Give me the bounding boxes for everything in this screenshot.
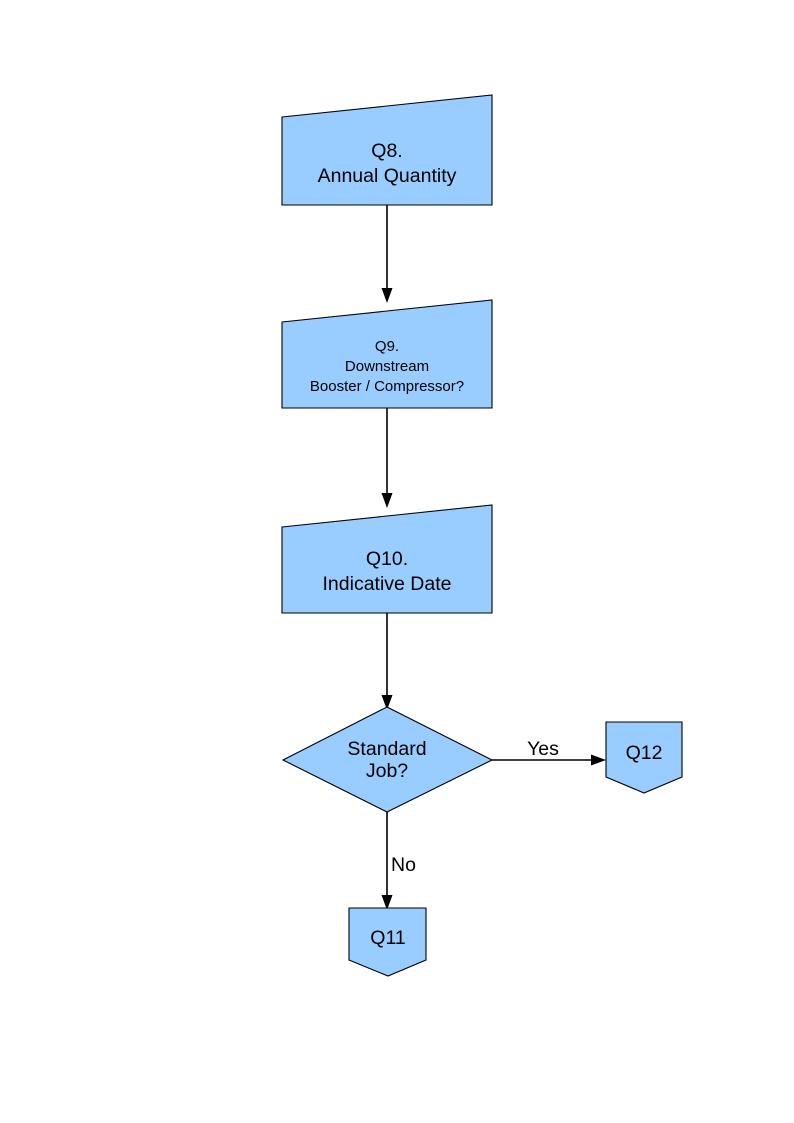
node-decision-standard-job[interactable]: Standard Job? bbox=[281, 706, 494, 813]
node-q11-shape[interactable] bbox=[348, 907, 427, 977]
edge-decision-to-q11 bbox=[381, 812, 393, 910]
edge-decision-to-q12-arrowhead bbox=[591, 754, 606, 766]
edge-q9-to-q10-arrowhead bbox=[381, 493, 393, 508]
node-q10-line1: Q10. bbox=[366, 548, 408, 570]
node-q10[interactable]: Q10. Indicative Date bbox=[281, 504, 493, 614]
node-q9-shape[interactable] bbox=[281, 299, 493, 409]
node-q9-line3: Booster / Compressor? bbox=[310, 378, 464, 395]
edge-decision-to-q12 bbox=[492, 754, 606, 766]
edge-label-yes: Yes bbox=[527, 738, 559, 760]
edge-q8-to-q9 bbox=[381, 205, 393, 303]
edge-label-no: No bbox=[391, 854, 416, 876]
node-q10-shape[interactable] bbox=[281, 504, 493, 614]
edge-q8-to-q9-arrowhead bbox=[381, 288, 393, 303]
node-q8-line1: Q8. bbox=[371, 140, 402, 162]
node-q11[interactable]: Q11 bbox=[348, 907, 427, 977]
node-q9[interactable]: Q9. Downstream Booster / Compressor? bbox=[281, 299, 493, 409]
node-q8[interactable]: Q8. Annual Quantity bbox=[281, 94, 493, 206]
node-q10-line2: Indicative Date bbox=[323, 573, 452, 595]
node-decision-shape[interactable] bbox=[281, 706, 494, 813]
edge-q9-to-q10 bbox=[381, 408, 393, 508]
node-q9-line2: Downstream bbox=[345, 358, 429, 375]
edge-q10-to-decision-arrowhead bbox=[381, 695, 393, 710]
node-decision-line2: Job? bbox=[366, 760, 408, 782]
node-decision-line1: Standard bbox=[347, 738, 426, 760]
node-q11-label: Q11 bbox=[370, 927, 405, 949]
node-q12-shape[interactable] bbox=[605, 721, 683, 794]
edge-q10-to-decision bbox=[381, 613, 393, 710]
node-q9-line1: Q9. bbox=[375, 338, 399, 355]
node-q12-label: Q12 bbox=[626, 742, 663, 764]
node-q8-shape[interactable] bbox=[281, 94, 493, 206]
node-q12[interactable]: Q12 bbox=[605, 721, 683, 794]
edge-decision-to-q11-arrowhead bbox=[381, 895, 393, 910]
node-q8-line2: Annual Quantity bbox=[318, 165, 457, 187]
